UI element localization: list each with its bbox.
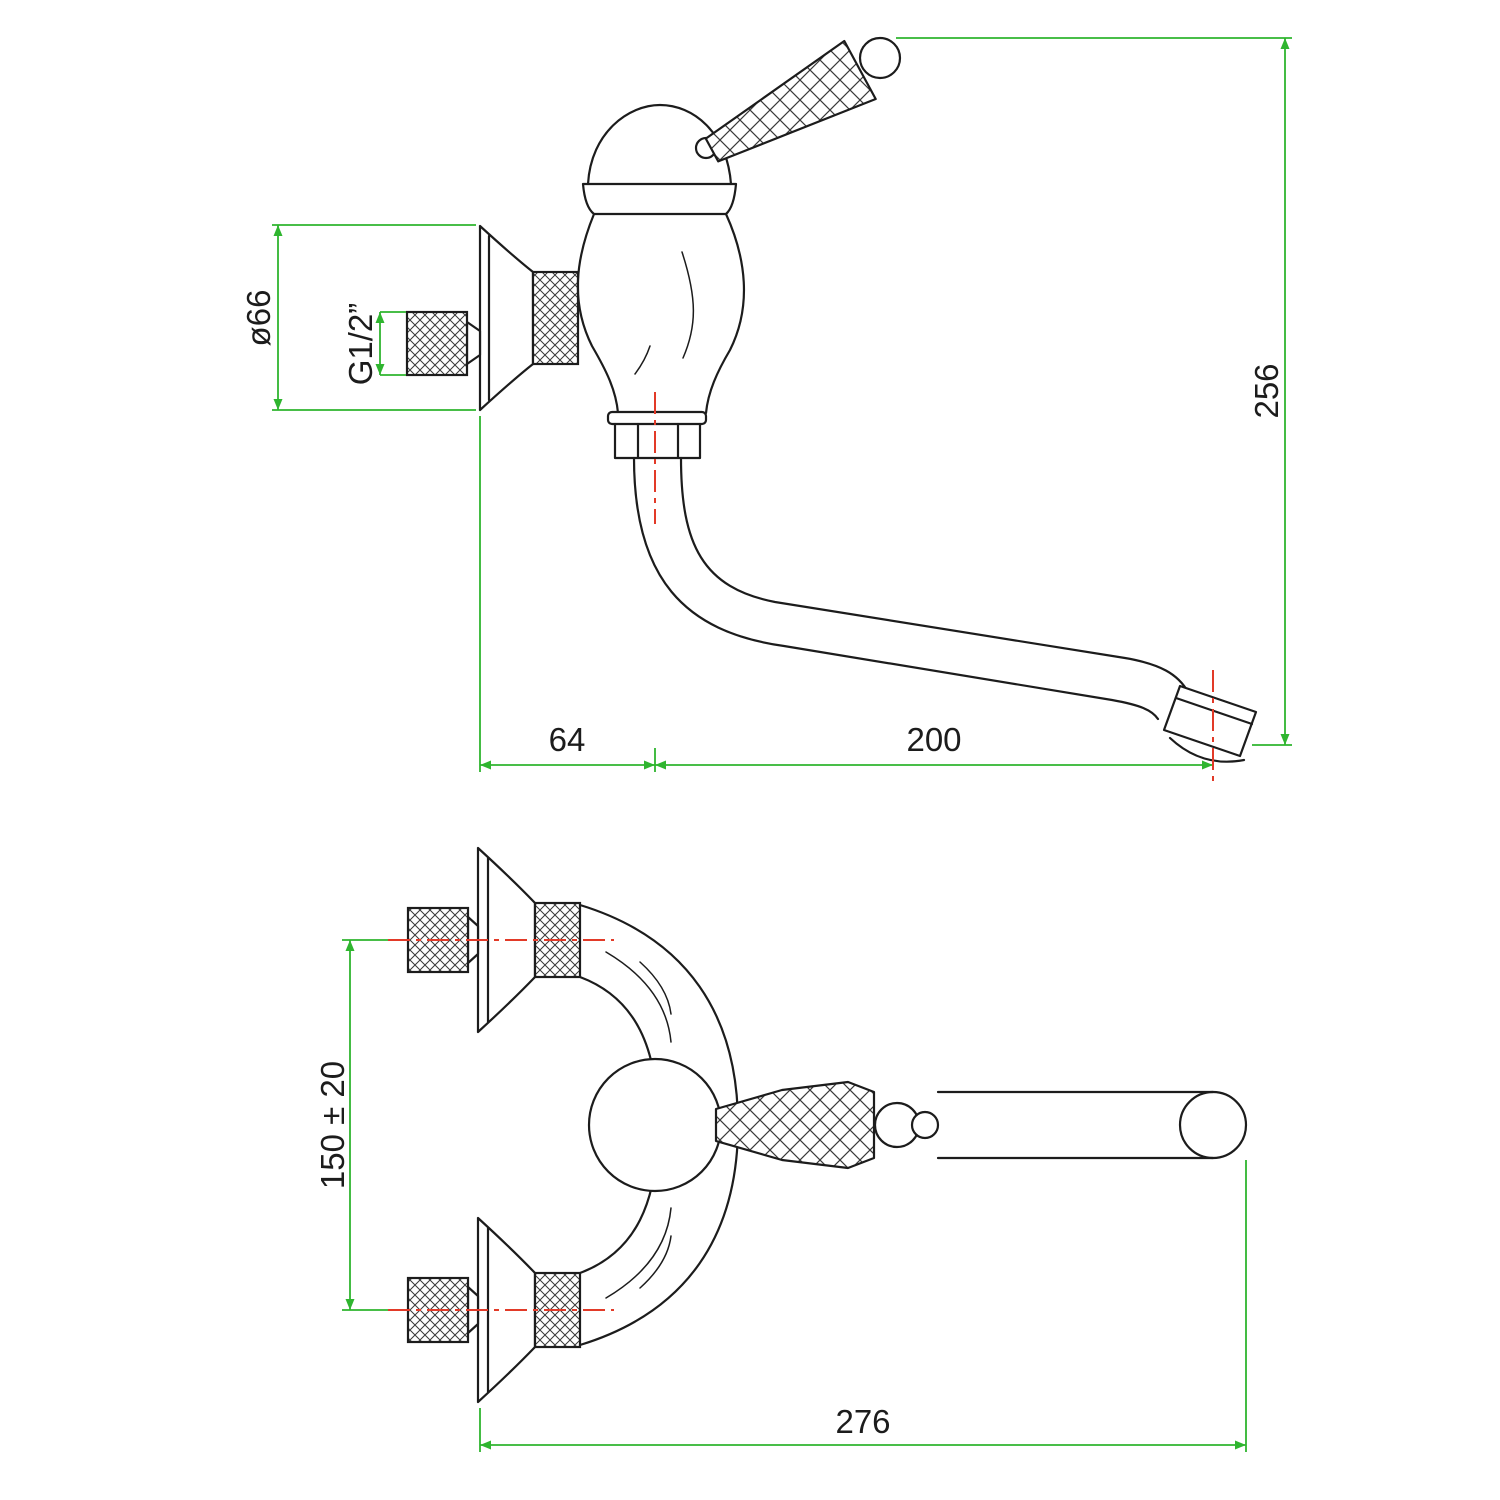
dim-label-66: ø66	[240, 290, 277, 347]
dimension-lines	[272, 37, 1292, 1452]
aerator-tip	[1168, 736, 1246, 763]
body-highlight-lines	[634, 251, 695, 375]
dim-label-200: 200	[906, 721, 961, 758]
plan-view	[406, 846, 1248, 1404]
plan-spout-end	[1178, 1090, 1248, 1160]
plan-dome	[587, 1057, 723, 1193]
plan-crystal-handle	[714, 1080, 876, 1170]
dim-label-g12: G1/2”	[342, 303, 379, 386]
side-extension-lines	[272, 37, 1292, 772]
inlet-taper	[465, 320, 482, 366]
wall-flange	[478, 224, 535, 412]
side-centerlines	[654, 392, 1214, 782]
side-elevation-view	[405, 36, 1258, 763]
dim-label-64: 64	[549, 721, 586, 758]
plan-spout-tube	[936, 1090, 1215, 1160]
dim-label-256: 256	[1248, 363, 1285, 418]
plan-extension-lines	[342, 939, 1247, 1452]
plan-spout-joint	[910, 1110, 940, 1140]
handle-ball	[858, 36, 902, 80]
swivel-spout	[632, 456, 1258, 763]
inlet-nipple	[405, 310, 469, 377]
threaded-connector	[531, 270, 580, 366]
dim-label-150: 150 ± 20	[314, 1061, 351, 1189]
bridge-highlight-lines	[605, 951, 672, 1299]
spout-nut-flange	[606, 410, 708, 426]
crystal-handle	[704, 39, 877, 163]
dim-label-276: 276	[835, 1403, 890, 1440]
body-outline	[576, 212, 746, 415]
dimension-labels: 64 200 256 ø66 G1/2” 150 ± 20 276	[240, 290, 1285, 1440]
spout-nut	[613, 422, 702, 460]
centerlines	[388, 392, 1214, 1311]
plan-centerlines	[388, 939, 614, 1311]
cap-skirt	[581, 182, 738, 216]
aerator-collar	[1162, 684, 1258, 758]
